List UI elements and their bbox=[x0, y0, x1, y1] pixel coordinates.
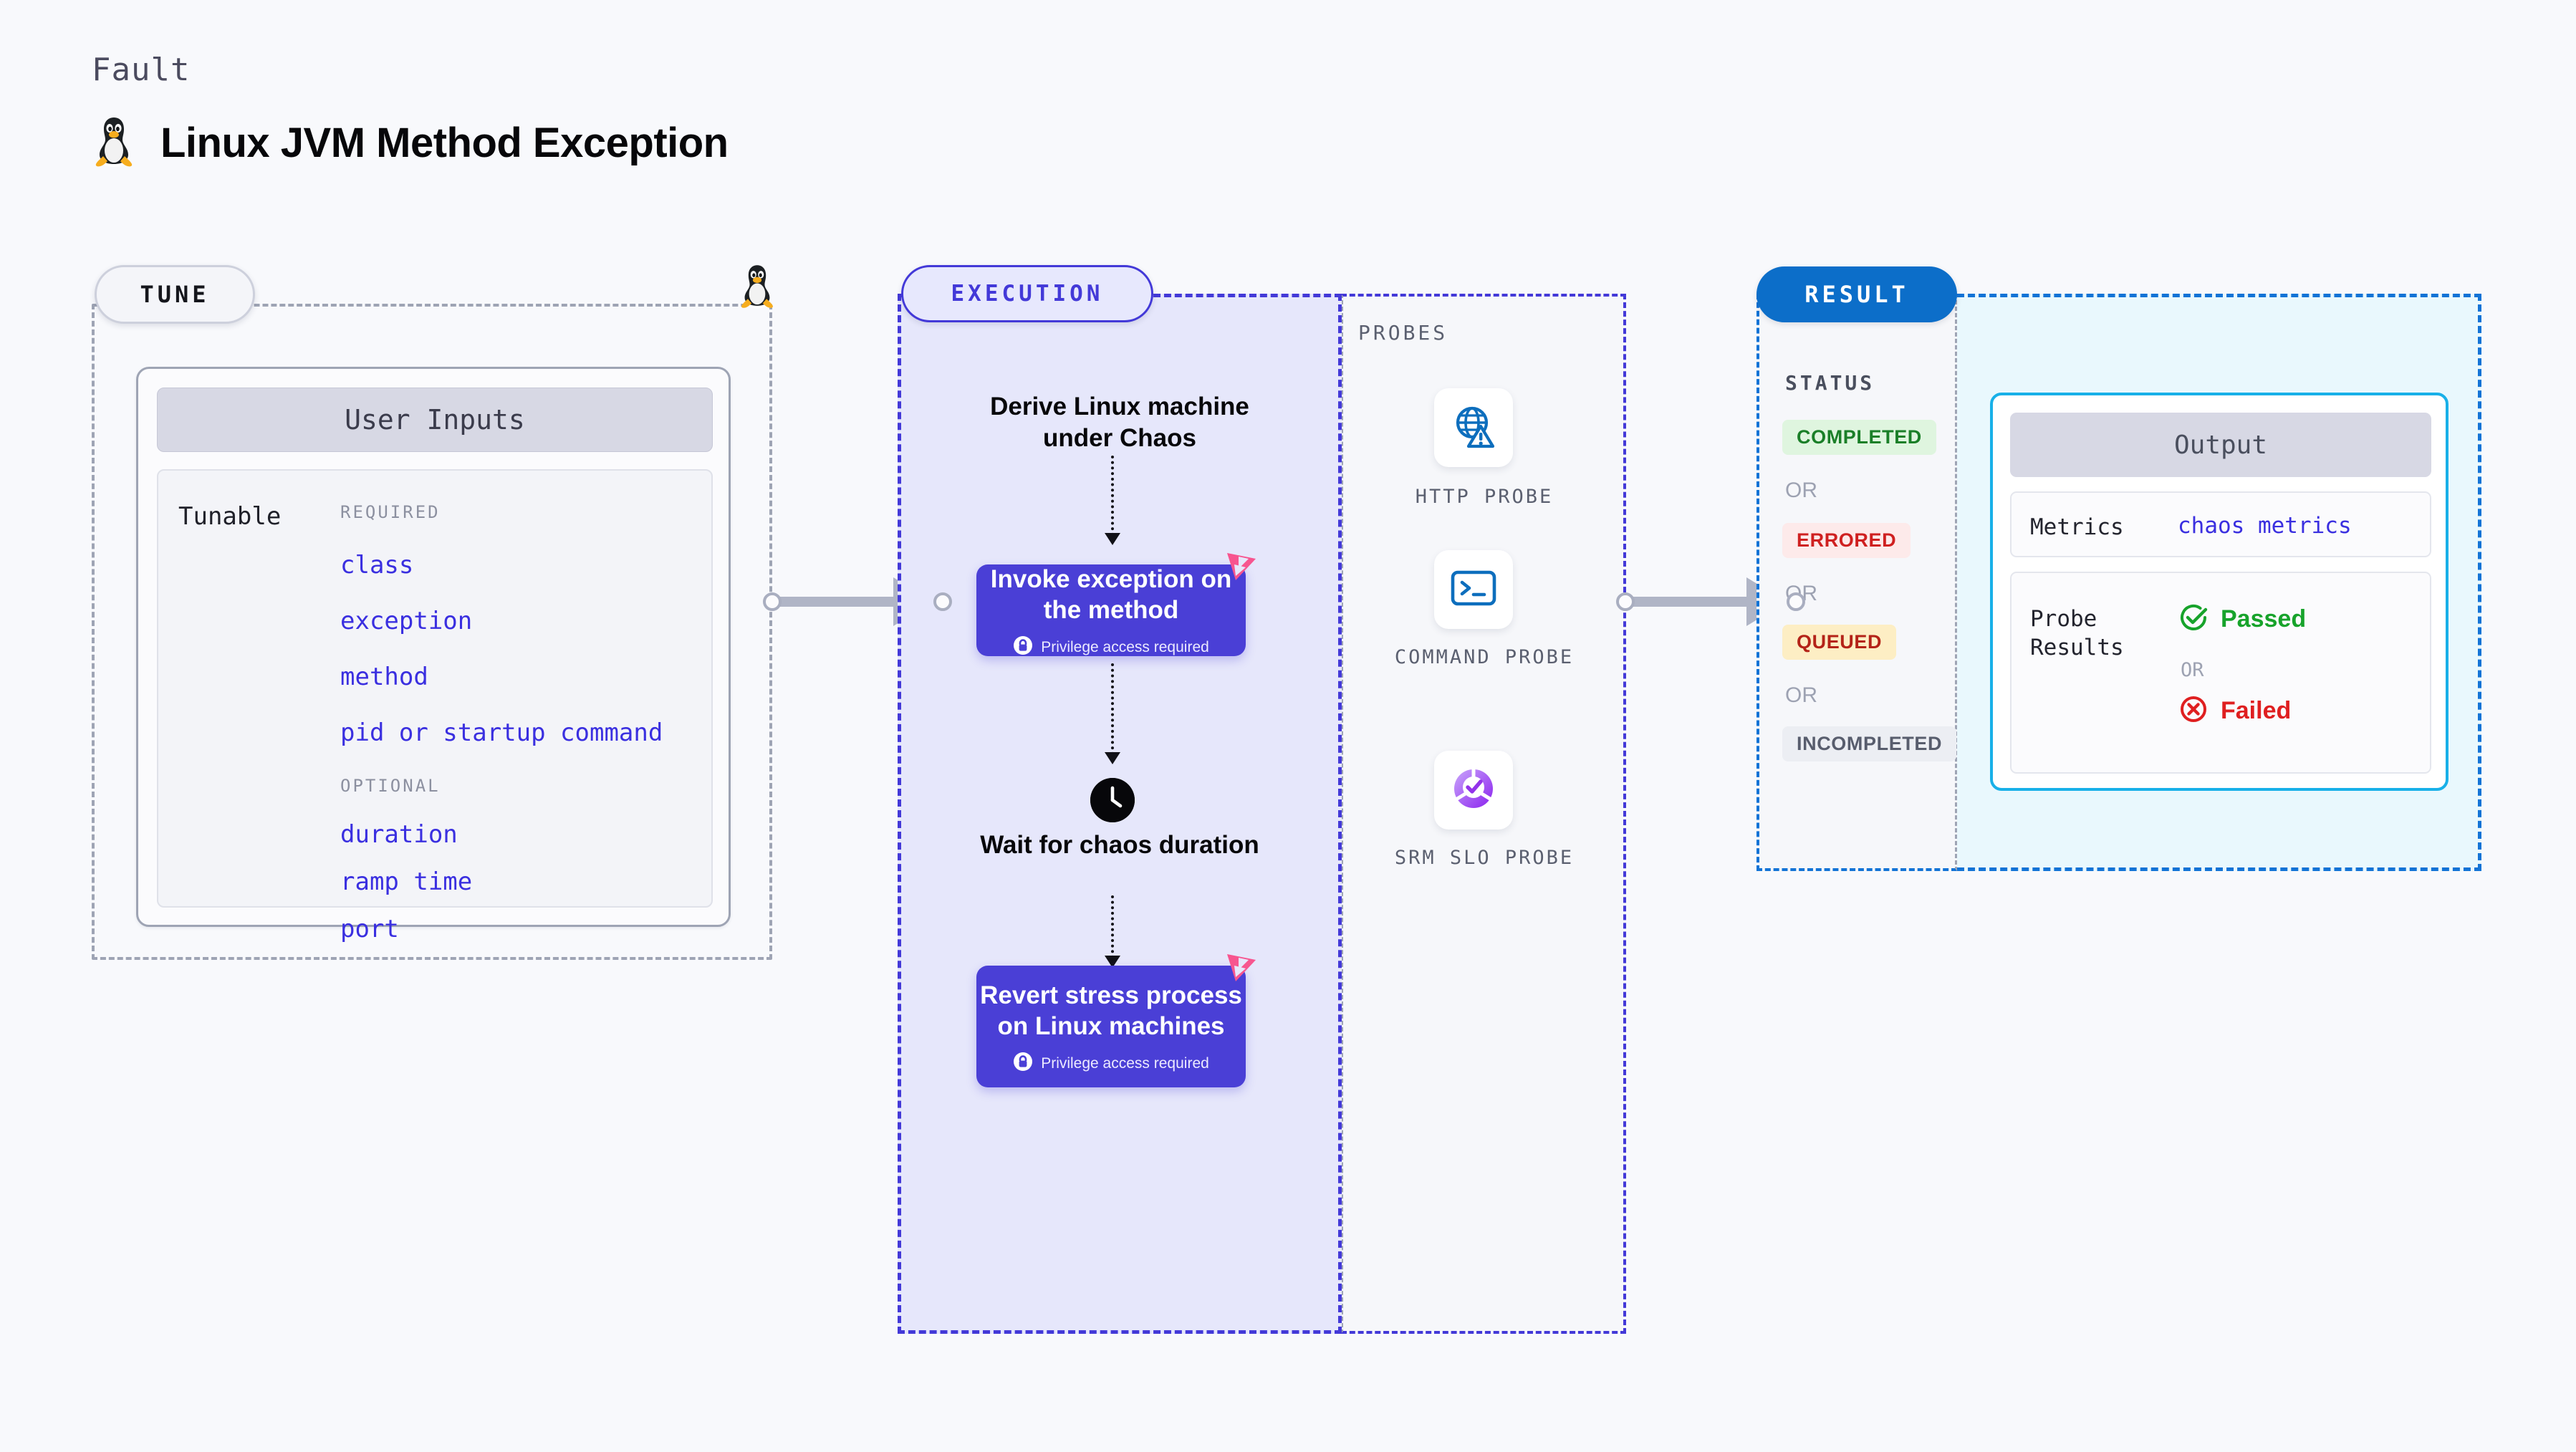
tune-badge[interactable]: TUNE bbox=[95, 265, 255, 324]
output-metrics-value[interactable]: chaos metrics bbox=[2178, 513, 2352, 539]
tunable-row-label: Tunable bbox=[178, 502, 282, 531]
litmus-logo-icon bbox=[1217, 544, 1261, 592]
param-duration[interactable]: duration bbox=[340, 820, 458, 849]
http-probe-tile[interactable] bbox=[1434, 388, 1513, 467]
param-pid-or-startup-command[interactable]: pid or startup command bbox=[340, 718, 663, 747]
status-or-3: OR bbox=[1785, 683, 1817, 707]
slo-donut-check-icon bbox=[1448, 763, 1499, 818]
check-circle-icon bbox=[2178, 602, 2209, 637]
status-badge-errored: ERRORED bbox=[1782, 523, 1911, 558]
probe-result-passed-label: Passed bbox=[2221, 605, 2307, 633]
param-ramp-time[interactable]: ramp time bbox=[340, 867, 473, 896]
probe-result-or: OR bbox=[2181, 659, 2204, 681]
tune-linux-tux-icon bbox=[738, 262, 777, 313]
connector-start-dot bbox=[763, 592, 782, 611]
status-badge-queued: QUEUED bbox=[1782, 625, 1897, 660]
privilege-note-1-text: Privilege access required bbox=[1041, 638, 1209, 655]
required-heading: REQUIRED bbox=[340, 502, 441, 522]
status-title: STATUS bbox=[1785, 371, 1875, 395]
connector-start-dot bbox=[1616, 592, 1635, 611]
tunable-body: Tunable REQUIRED class exception method … bbox=[157, 469, 713, 943]
srm-slo-probe-label: SRM SLO PROBE bbox=[1394, 847, 1575, 869]
output-title: Output bbox=[2010, 413, 2431, 477]
lock-icon bbox=[1013, 635, 1033, 659]
output-card: Output Metrics chaos metrics Probe Resul… bbox=[1990, 393, 2448, 791]
optional-heading: OPTIONAL bbox=[340, 776, 441, 796]
execution-step-wait-label: Wait for chaos duration bbox=[980, 831, 1259, 859]
privilege-note-2: Privilege access required bbox=[1013, 1052, 1209, 1075]
execution-step-invoke-title: Invoke exception on the method bbox=[990, 564, 1232, 624]
result-badge[interactable]: RESULT bbox=[1756, 266, 1957, 322]
srm-slo-probe-tile[interactable] bbox=[1434, 751, 1513, 830]
page-title: Linux JVM Method Exception bbox=[160, 120, 729, 166]
x-circle-icon bbox=[2178, 693, 2209, 729]
probe-result-failed-label: Failed bbox=[2221, 697, 2292, 724]
param-port[interactable]: port bbox=[340, 915, 399, 943]
page-kicker: Fault bbox=[92, 52, 191, 88]
page-title-row: Linux JVM Method Exception bbox=[92, 115, 729, 171]
connector-end-dot bbox=[1787, 592, 1805, 611]
flow-arrow-1 bbox=[1111, 456, 1114, 536]
globe-warning-icon bbox=[1450, 403, 1497, 453]
http-probe-label: HTTP PROBE bbox=[1415, 486, 1554, 508]
privilege-note-2-text: Privilege access required bbox=[1041, 1054, 1209, 1072]
linux-tux-icon bbox=[92, 115, 136, 171]
param-method[interactable]: method bbox=[340, 663, 428, 691]
param-exception[interactable]: exception bbox=[340, 607, 473, 635]
flow-arrow-1-head bbox=[1105, 533, 1120, 545]
probe-result-passed: Passed bbox=[2178, 602, 2306, 637]
output-probe-key: Probe Results bbox=[2030, 606, 2124, 661]
probe-result-failed: Failed bbox=[2178, 693, 2291, 729]
user-inputs-card: User Inputs Tunable REQUIRED class excep… bbox=[136, 367, 731, 943]
status-or-1: OR bbox=[1785, 479, 1817, 502]
flow-arrow-2-head bbox=[1105, 752, 1120, 764]
command-probe-tile[interactable] bbox=[1434, 550, 1513, 629]
litmus-logo-icon bbox=[1217, 946, 1261, 994]
status-badge-completed: COMPLETED bbox=[1782, 420, 1936, 455]
connector-end-dot bbox=[933, 592, 952, 611]
privilege-note-1: Privilege access required bbox=[1013, 635, 1209, 659]
clock-icon bbox=[1090, 778, 1135, 822]
output-metrics-row: Metrics chaos metrics bbox=[2010, 491, 2431, 557]
flow-arrow-3 bbox=[1111, 895, 1114, 958]
execution-step-derive-label: Derive Linux machine under Chaos bbox=[990, 393, 1249, 453]
probes-title: PROBES bbox=[1358, 321, 1448, 345]
status-badge-incompleted: INCOMPLETED bbox=[1782, 726, 1957, 761]
flow-arrow-2 bbox=[1111, 663, 1114, 755]
execution-step-invoke-card[interactable]: Invoke exception on the method Privilege… bbox=[976, 553, 1256, 659]
flow-arrow-3-head bbox=[1105, 956, 1120, 968]
command-probe-label: COMMAND PROBE bbox=[1394, 646, 1575, 668]
lock-icon bbox=[1013, 1052, 1033, 1075]
execution-step-revert-card[interactable]: Revert stress process on Linux machines … bbox=[976, 954, 1256, 1087]
connector-bar bbox=[1633, 597, 1749, 607]
param-class[interactable]: class bbox=[340, 551, 414, 580]
output-probe-results-row: Probe Results Passed OR bbox=[2010, 572, 2431, 774]
user-inputs-title: User Inputs bbox=[157, 388, 713, 452]
execution-badge[interactable]: EXECUTION bbox=[901, 265, 1153, 322]
execution-step-revert-title: Revert stress process on Linux machines bbox=[980, 981, 1242, 1040]
connector-bar bbox=[780, 597, 896, 607]
output-metrics-key: Metrics bbox=[2030, 514, 2124, 540]
terminal-icon bbox=[1450, 569, 1497, 611]
